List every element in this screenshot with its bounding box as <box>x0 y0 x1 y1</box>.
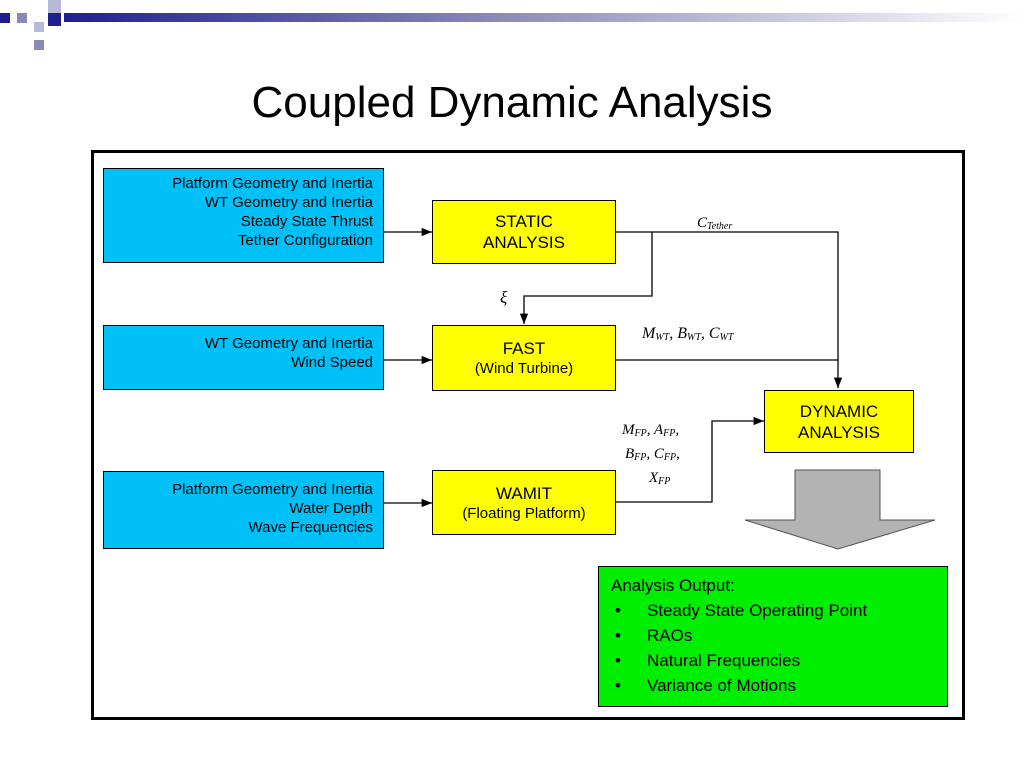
math-subscript: FP <box>663 428 676 439</box>
math-subscript: WT <box>687 332 701 343</box>
static-analysis-title: STATIC <box>495 212 553 231</box>
wamit-title: WAMIT <box>495 483 553 503</box>
c-tether-label: CTether <box>697 214 732 236</box>
deco-square <box>0 13 10 23</box>
deco-square <box>34 22 44 32</box>
wamit-subtitle: (Floating Platform) <box>462 504 586 522</box>
analysis-output-box: Analysis Output: Steady State Operating … <box>598 566 948 707</box>
math-symbol: M <box>622 422 635 438</box>
math-separator: , <box>700 325 709 342</box>
arrow-c-tether <box>616 231 843 388</box>
input-line: Wave Frequencies <box>248 519 374 536</box>
input-box-static: Platform Geometry and Inertia WT Geometr… <box>103 168 384 263</box>
header-gradient-bar <box>64 13 1024 22</box>
math-symbol: A <box>653 422 664 438</box>
deco-square <box>48 13 61 26</box>
arrow-fp-coeffs <box>616 416 764 503</box>
header-decoration <box>0 0 1024 50</box>
fp-coeffs-line3: XFP <box>649 469 670 491</box>
math-subscript: WT <box>655 332 670 343</box>
static-analysis-box: STATIC ANALYSIS <box>432 200 616 264</box>
math-symbol: C <box>653 446 664 462</box>
output-heading: Analysis Output: <box>611 576 735 595</box>
xi-label: ξ <box>500 288 508 307</box>
math-subscript: WT <box>719 332 734 343</box>
input-line: Steady State Thrust <box>240 213 373 230</box>
math-symbol: C <box>708 325 720 342</box>
output-item: Variance of Motions <box>611 673 937 698</box>
fp-coeffs-line1: MFP, AFP, <box>622 421 679 443</box>
wamit-box: WAMIT (Floating Platform) <box>432 470 616 535</box>
deco-square <box>17 13 27 23</box>
input-box-fast: WT Geometry and Inertia Wind Speed <box>103 325 384 390</box>
output-down-arrow <box>744 469 936 550</box>
input-line: WT Geometry and Inertia <box>204 194 373 211</box>
fp-coeffs-line2: BFP, CFP, <box>625 445 680 467</box>
input-line: Platform Geometry and Inertia <box>172 175 373 192</box>
input-line: Platform Geometry and Inertia <box>172 481 373 498</box>
math-subscript: FP <box>634 452 647 463</box>
wt-coeffs-label: MWT, BWT, CWT <box>642 325 734 347</box>
math-symbol: B <box>677 325 688 342</box>
math-symbol: B <box>625 446 635 462</box>
dynamic-analysis-subtitle: ANALYSIS <box>798 422 880 442</box>
math-subscript: FP <box>658 476 671 487</box>
math-separator: , <box>646 446 654 462</box>
output-item: RAOs <box>611 623 937 648</box>
output-item: Natural Frequencies <box>611 648 937 673</box>
output-list: Steady State Operating Point RAOs Natura… <box>611 598 937 698</box>
math-separator: , <box>646 422 654 438</box>
dynamic-analysis-title: DYNAMIC <box>799 401 879 421</box>
c-tether-sub: Tether <box>707 221 733 232</box>
deco-square <box>48 0 61 13</box>
fast-box: FAST (Wind Turbine) <box>432 325 616 391</box>
input-line: Water Depth <box>289 500 373 517</box>
deco-square <box>34 40 44 50</box>
dynamic-analysis-box: DYNAMIC ANALYSIS <box>764 390 914 453</box>
math-symbol: M <box>642 325 656 342</box>
page-title: Coupled Dynamic Analysis <box>251 78 773 127</box>
fast-title: FAST <box>502 339 546 358</box>
arrow-xi <box>519 232 653 324</box>
input-line: Tether Configuration <box>237 232 373 249</box>
math-separator: , <box>676 446 680 462</box>
math-separator: , <box>669 325 678 342</box>
c-tether-base: C <box>697 215 708 231</box>
input-line: Wind Speed <box>291 354 373 371</box>
math-symbol: X <box>649 470 659 486</box>
input-box-wamit: Platform Geometry and Inertia Water Dept… <box>103 471 384 549</box>
input-line: WT Geometry and Inertia <box>204 335 373 352</box>
output-item: Steady State Operating Point <box>611 598 937 623</box>
fast-subtitle: (Wind Turbine) <box>474 360 574 377</box>
math-separator: , <box>675 422 680 438</box>
math-subscript: FP <box>663 452 677 463</box>
static-analysis-subtitle: ANALYSIS <box>483 233 565 252</box>
math-subscript: FP <box>634 428 647 439</box>
